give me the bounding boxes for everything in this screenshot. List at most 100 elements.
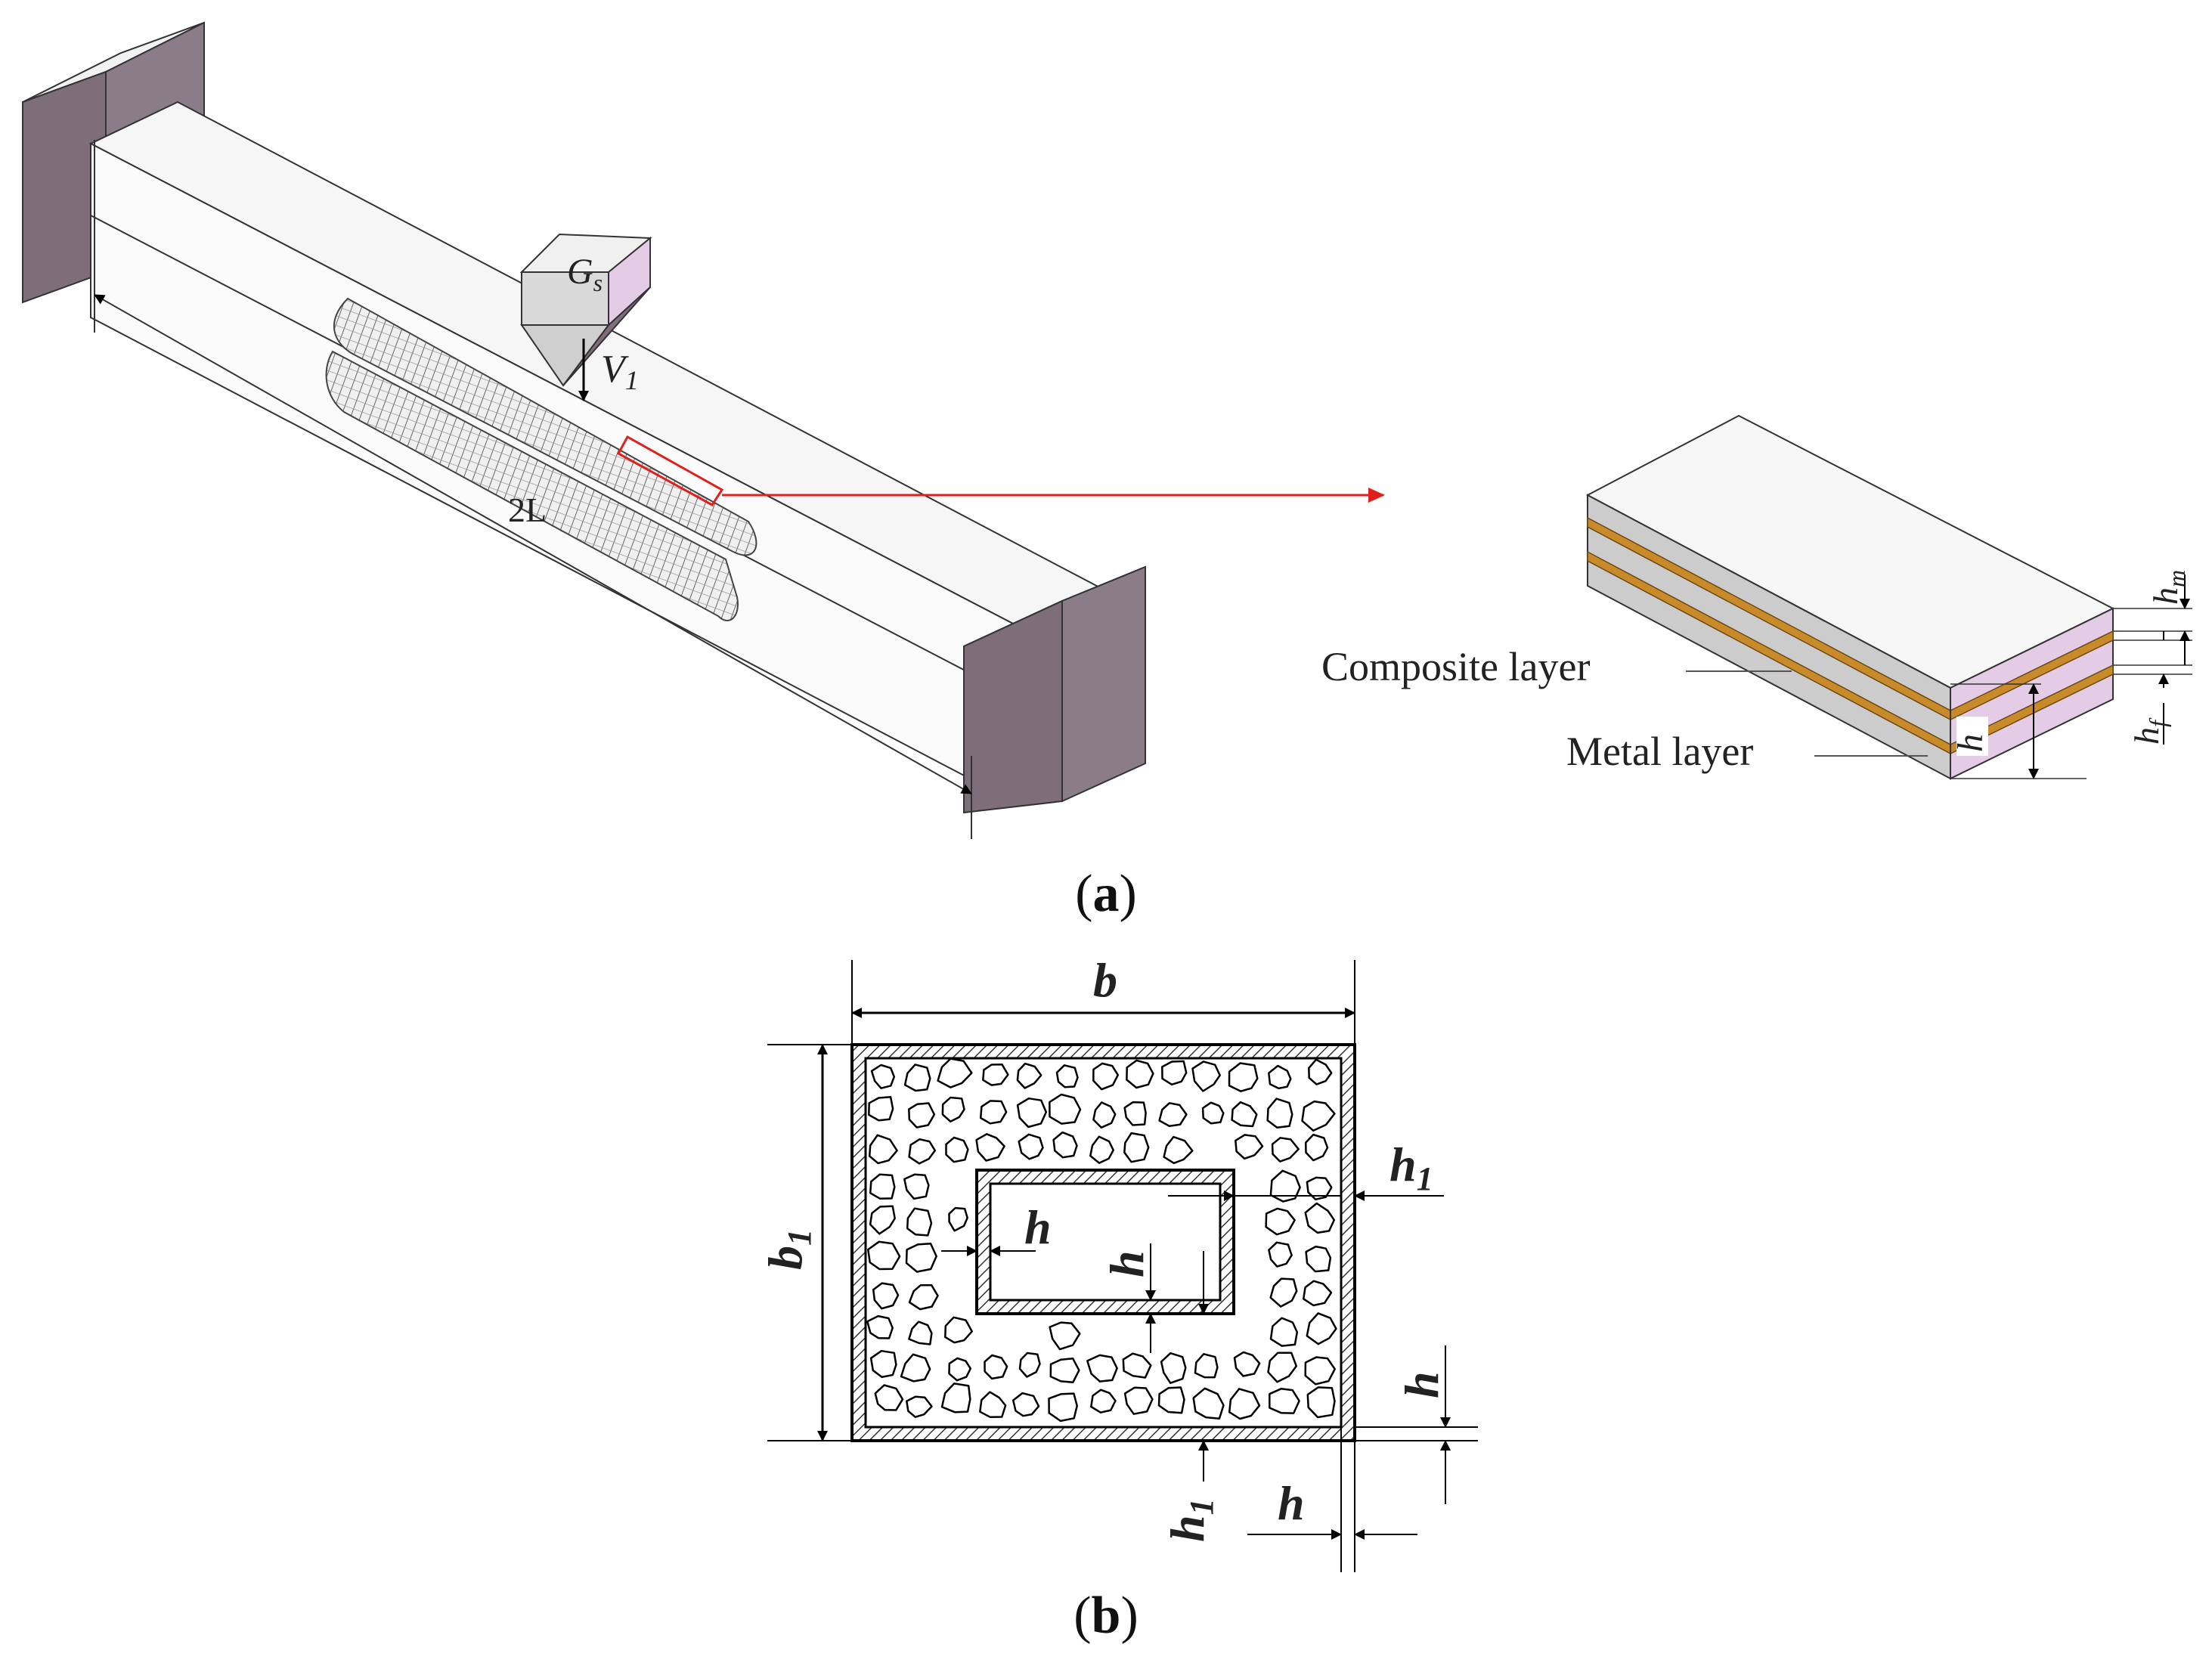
caption-b: (b) [1073, 1587, 1139, 1645]
aggregate-particle [979, 1391, 1007, 1419]
aggregate-particle [1055, 1064, 1079, 1088]
aggregate-particle [940, 1382, 971, 1413]
aggregate-particle [869, 1205, 896, 1235]
beam-diagram: Gs V1 2L [22, 21, 1385, 839]
aggregate-particle [1235, 1134, 1264, 1160]
aggregate-particle [1016, 1097, 1048, 1129]
aggregate-particle [868, 1096, 894, 1122]
aggregate-particle [1012, 1392, 1040, 1417]
aggregate-particle [1267, 1352, 1298, 1383]
aggregate-particle [1306, 1386, 1336, 1419]
aggregate-particle [1304, 1133, 1329, 1162]
aggregate-particle [908, 1102, 936, 1129]
h1-label-bottom: h1 [1160, 1498, 1220, 1542]
aggregate-particle [979, 1100, 1008, 1125]
zoom-callout [616, 435, 1385, 506]
highlight-box [616, 435, 724, 506]
aggregate-particle [1049, 1358, 1080, 1383]
aggregate-particle [1163, 1135, 1194, 1165]
aggregate-particle [906, 1395, 933, 1418]
aggregate-particle [984, 1354, 1008, 1380]
aggregate-particle [1228, 1388, 1261, 1420]
metal-layer-label: Metal layer [1566, 729, 1753, 774]
aggregate-particle [1158, 1102, 1188, 1128]
aggregate-particle [906, 1207, 933, 1237]
laminate-dimensions: hm hf h [1950, 570, 2192, 779]
aggregate-particle [868, 1134, 898, 1165]
hm-label: hm [2146, 570, 2190, 605]
aggregate-particle [1016, 1062, 1042, 1089]
aggregate-particle [1308, 1058, 1333, 1085]
hf-label: hf [2127, 717, 2171, 745]
aggregate-particle [948, 1357, 972, 1382]
aggregate-particle [1161, 1060, 1188, 1086]
aggregate-particle [1018, 1133, 1044, 1160]
cross-section: b b1 h1 h h h1 h h [758, 953, 1478, 1572]
aggregate-particle [903, 1173, 930, 1200]
h-label-outer-bottom: h [1395, 1371, 1448, 1398]
aggregate-particle [1304, 1356, 1336, 1386]
aggregate-particle [1268, 1241, 1293, 1268]
aggregate-particle [903, 1064, 931, 1092]
composite-layer-label: Composite layer [1321, 644, 1590, 689]
aggregate-particle [1301, 1100, 1336, 1132]
aggregate-particle [937, 1057, 973, 1088]
caption-a: (a) [1075, 865, 1137, 923]
aggregate-particle [1194, 1353, 1219, 1379]
aggregate-particle [1266, 1098, 1293, 1129]
aggregate-particle [1086, 1354, 1118, 1382]
aggregate-particle [1089, 1135, 1114, 1164]
aggregate-particle [1305, 1245, 1332, 1273]
aggregate-particle [1048, 1392, 1078, 1423]
aggregate-particle [867, 1240, 901, 1271]
aggregate-particle [1306, 1312, 1337, 1345]
aggregate-particle [1304, 1202, 1336, 1234]
h-label-inner-left: h [1024, 1200, 1052, 1254]
aggregate-particle [982, 1063, 1009, 1086]
span-label: 2L [508, 491, 547, 529]
aggregate-particle [1269, 1317, 1299, 1347]
aggregate-particle [945, 1136, 969, 1163]
aggregate-particle [975, 1133, 1005, 1162]
aggregate-particle [941, 1096, 965, 1122]
aggregate-particle [1052, 1131, 1078, 1159]
h-label-inner-bottom: h [1100, 1250, 1154, 1277]
aggregate-particle [908, 1321, 933, 1345]
aggregate-particle [1265, 1207, 1296, 1236]
aggregate-particle [1092, 1062, 1120, 1091]
aggregate-particle [874, 1384, 904, 1411]
aggregate-particle [944, 1316, 973, 1344]
b1-label: b1 [758, 1229, 818, 1270]
span-dimension: 2L [94, 140, 972, 839]
h-label-laminate: h [1950, 734, 1990, 752]
aggregate-particle [1157, 1386, 1185, 1414]
aggregate-particle [1192, 1387, 1225, 1420]
aggregate-particle [1271, 1137, 1300, 1163]
aggregate-particle [1231, 1101, 1258, 1128]
laminate-diagram: hm hf h Composite layer Metal layer [1321, 414, 2192, 780]
aggregate-particle [1201, 1101, 1225, 1125]
aggregate-particle [869, 1173, 896, 1200]
aggregate-particle [1122, 1352, 1152, 1379]
aggregate-particle [1191, 1060, 1221, 1092]
aggregate-particle [1123, 1101, 1147, 1126]
aggregate-particle [1269, 1388, 1300, 1414]
aggregate-particle [872, 1282, 900, 1310]
aggregate-particle [1049, 1321, 1081, 1351]
h1-label-right: h1 [1389, 1138, 1433, 1197]
aggregate-particle [870, 1064, 896, 1089]
aggregate-particle [866, 1314, 894, 1339]
load-label: Gs [567, 252, 603, 296]
aggregate-particle [1268, 1064, 1292, 1090]
aggregate-particle [1018, 1352, 1041, 1378]
aggregate-particle [869, 1349, 897, 1379]
aggregate-particle [1233, 1351, 1261, 1377]
b-label: b [1093, 953, 1117, 1007]
aggregate-particle [1302, 1280, 1333, 1307]
aggregate-particle [1269, 1277, 1298, 1308]
aggregate-particle [1090, 1389, 1117, 1413]
aggregate-particle [908, 1138, 937, 1165]
aggregate-particle [905, 1242, 937, 1273]
aggregate-particle [908, 1283, 939, 1311]
